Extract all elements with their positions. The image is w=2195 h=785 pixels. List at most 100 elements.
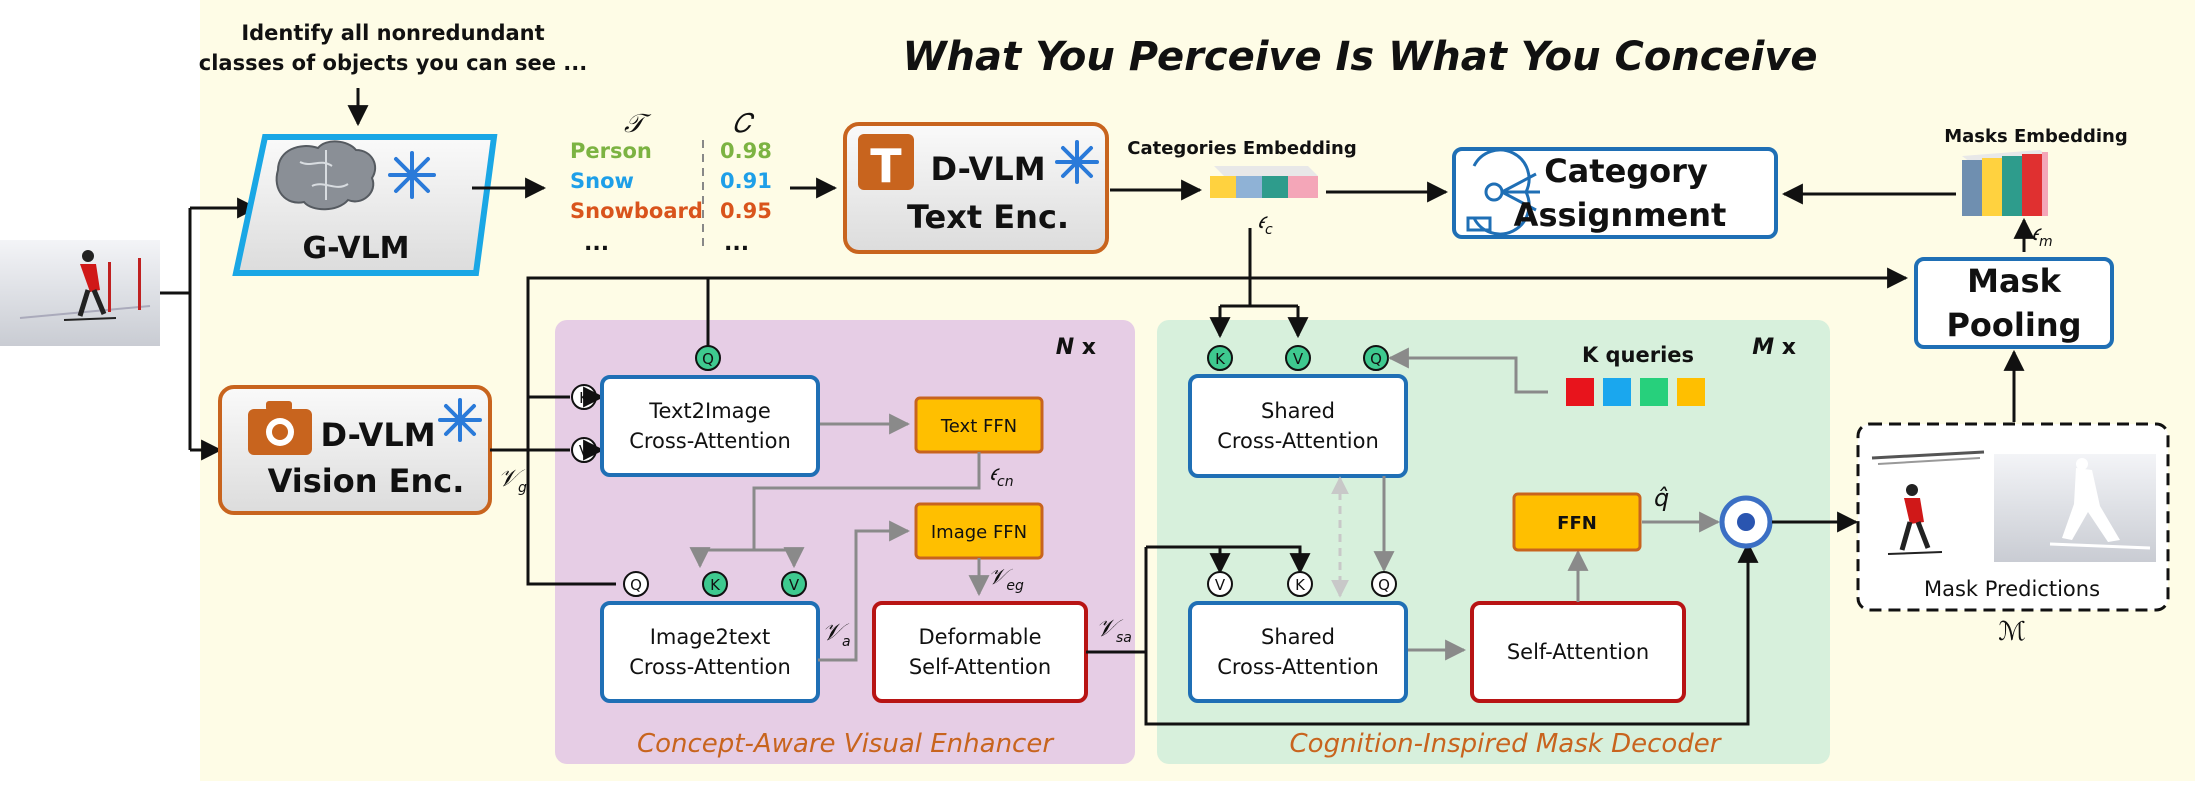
i2t-to-image-ffn-arrow xyxy=(818,520,911,662)
ecn-symbol: 𝜖cn xyxy=(990,461,1014,490)
class-table-ellipsis-t: ... xyxy=(584,231,609,256)
assignment-icon xyxy=(1466,148,1540,236)
category-assignment-block: Category Assignment xyxy=(1452,147,1778,239)
enhancer-caption: Concept-Aware Visual Enhancer xyxy=(637,729,1055,759)
svg-text:V: V xyxy=(1293,350,1304,368)
gvlm-label: G-VLM xyxy=(302,231,409,266)
decoder-caption: Cognition-Inspired Mask Decoder xyxy=(1290,729,1723,759)
mask-pooling-block: Mask Pooling xyxy=(1914,257,2114,349)
vision-encoder-line-2: Vision Enc. xyxy=(268,462,465,500)
shared-1-line-1: Shared xyxy=(1261,399,1335,423)
shared-cross-attention-2-box xyxy=(1188,601,1408,703)
decoder-ffn-box xyxy=(1512,492,1642,552)
shared-2-line-2: Cross-Attention xyxy=(1217,655,1379,679)
deformable-box xyxy=(872,601,1088,703)
svg-text:K: K xyxy=(579,389,590,407)
t2i-port-q: Q xyxy=(695,345,721,371)
mask-predictions-label: Mask Predictions xyxy=(1924,577,2100,601)
i2t-port-v: V xyxy=(781,571,807,597)
text-encoder-block: T D-VLM Text Enc. xyxy=(843,122,1109,254)
shared-cross-attention-1-box xyxy=(1188,374,1408,478)
svg-text:K: K xyxy=(710,576,721,594)
diagram-title: What You Perceive Is What You Conceive xyxy=(902,34,1817,80)
text-ffn-to-i2t-k-arrow xyxy=(689,452,981,569)
shared1-port-v: V xyxy=(1285,345,1311,371)
categories-embedding-icon xyxy=(1210,166,1318,198)
vision-encoder-snowflake-icon xyxy=(438,398,482,442)
category-assignment-line-2: Assignment xyxy=(1514,196,1727,234)
gvlm-snowflake-icon xyxy=(388,151,436,199)
class-score-2: 0.91 xyxy=(720,169,772,193)
svg-text:V: V xyxy=(789,576,800,594)
vision-encoder-line-1: D-VLM xyxy=(320,416,435,454)
image2text-line-1: Image2text xyxy=(650,625,771,649)
i2t-port-q: Q xyxy=(623,571,649,597)
mask-pooling-line-1: Mask xyxy=(1967,262,2061,300)
svg-text:K: K xyxy=(1295,576,1306,594)
queries-to-shared1-q-arrow xyxy=(1387,347,1548,394)
vg-to-i2t-q-line xyxy=(526,450,616,586)
prompt-line-1: Identify all nonredundant xyxy=(241,21,544,45)
self-attention-label: Self-Attention xyxy=(1507,640,1649,664)
svg-text:Q: Q xyxy=(630,576,642,594)
vsa-to-dot-product-arrow xyxy=(1144,541,1759,726)
class-name-1: Person xyxy=(570,139,652,163)
deformable-line-1: Deformable xyxy=(918,625,1041,649)
vision-encoder-block: D-VLM Vision Enc. xyxy=(218,385,492,515)
svg-text:Q: Q xyxy=(1370,350,1382,368)
k-queries-squares xyxy=(1566,378,1705,406)
mask-predictions-symbol: ℳ xyxy=(1998,617,2026,647)
query-square-3 xyxy=(1640,378,1668,406)
text-icon xyxy=(858,134,914,190)
query-square-4 xyxy=(1677,378,1705,406)
veg-symbol: 𝒱eg xyxy=(988,565,1024,594)
class-score-1: 0.98 xyxy=(720,139,772,163)
query-square-1 xyxy=(1566,378,1594,406)
shared2-port-q: Q xyxy=(1371,571,1397,597)
camera-icon xyxy=(248,401,312,455)
input-image xyxy=(0,240,160,346)
text2image-line-2: Cross-Attention xyxy=(629,429,791,453)
image-ffn-label: Image FFN xyxy=(931,522,1027,543)
svg-text:Q: Q xyxy=(1378,576,1390,594)
i2t-port-k: K xyxy=(702,571,728,597)
categories-embedding-label: Categories Embedding xyxy=(1127,138,1356,159)
category-assignment-box xyxy=(1452,147,1778,239)
text-ffn-label: Text FFN xyxy=(940,416,1017,437)
shared2-port-k: K xyxy=(1287,571,1313,597)
shared-2-line-1: Shared xyxy=(1261,625,1335,649)
category-assignment-line-1: Category xyxy=(1544,152,1708,190)
mask-pooling-line-2: Pooling xyxy=(1946,306,2081,344)
dot-product-icon xyxy=(1719,495,1773,549)
shared-1-line-2: Cross-Attention xyxy=(1217,429,1379,453)
qhat-symbol: q̂ xyxy=(1654,484,1669,512)
text-encoder-line-1: D-VLM xyxy=(930,150,1045,188)
decoder-repeat-label: M x xyxy=(1752,335,1796,360)
image2text-line-2: Cross-Attention xyxy=(629,655,791,679)
image2text-box xyxy=(600,601,820,703)
class-table-ellipsis-c: ... xyxy=(724,231,749,256)
svg-text:Q: Q xyxy=(702,350,714,368)
text-icon-letter: T xyxy=(870,139,902,193)
query-square-2 xyxy=(1603,378,1631,406)
class-score-3: 0.95 xyxy=(720,199,772,223)
masks-embedding-icon xyxy=(1962,150,2048,216)
masks-embedding-label: Masks Embedding xyxy=(1944,126,2128,147)
self-attention-box xyxy=(1470,601,1686,703)
t2i-port-k: K xyxy=(571,384,597,410)
gvlm-block: G-VLM xyxy=(232,134,498,276)
prompt-line-2: classes of objects you can see ... xyxy=(199,51,587,75)
class-name-3: Snowboard xyxy=(570,199,703,223)
mask-pooling-box xyxy=(1914,257,2114,349)
t2i-port-v: V xyxy=(571,437,597,463)
svg-text:V: V xyxy=(1215,576,1226,594)
k-queries-label: K queries xyxy=(1582,343,1694,367)
svg-text:V: V xyxy=(579,442,590,460)
text2image-box xyxy=(600,375,820,477)
masks-embedding-symbol: 𝜖m xyxy=(2032,221,2053,250)
class-table-header-c: 𝐶 xyxy=(733,109,756,139)
mask-predictions-images xyxy=(1871,450,2156,562)
